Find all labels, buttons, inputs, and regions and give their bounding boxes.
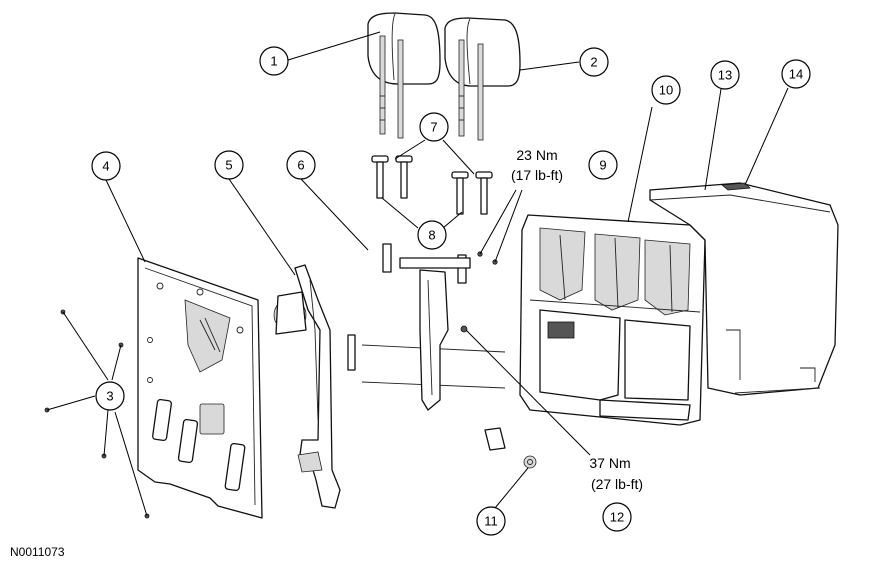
svg-text:1: 1	[270, 54, 277, 69]
svg-text:8: 8	[428, 228, 435, 243]
svg-text:6: 6	[297, 158, 304, 173]
headrest-guides	[371, 155, 493, 215]
svg-text:10: 10	[659, 83, 673, 98]
callout-7: 7	[419, 112, 449, 142]
headrest-right	[444, 17, 521, 141]
callout-10: 10	[651, 75, 681, 105]
callout-5: 5	[214, 150, 244, 180]
svg-text:13: 13	[718, 68, 732, 83]
panel-screws	[44, 309, 150, 519]
torque-lower-nm: 37 Nm	[589, 455, 630, 471]
callout-11: 11	[476, 506, 506, 536]
svg-text:3: 3	[106, 389, 113, 404]
torque-upper-nm: 23 Nm	[516, 147, 557, 163]
svg-text:5: 5	[225, 158, 232, 173]
rear-back-panel	[137, 257, 263, 519]
callout-1: 1	[259, 46, 289, 76]
leader-lines	[46, 31, 789, 517]
callout-12: 12	[602, 502, 632, 532]
seat-back-frame	[347, 243, 507, 457]
torque-lower-lbft: (27 lb-ft)	[591, 476, 643, 492]
seat-belt-retractor	[273, 264, 341, 509]
svg-text:12: 12	[610, 510, 624, 525]
torque-upper-lbft: (17 lb-ft)	[511, 167, 563, 183]
svg-text:9: 9	[599, 158, 606, 173]
callout-9: 9	[588, 150, 618, 180]
callout-2: 2	[579, 47, 609, 77]
callout-14: 14	[781, 59, 811, 89]
seat-back-cushion	[519, 214, 706, 426]
svg-text:14: 14	[789, 67, 803, 82]
svg-text:11: 11	[484, 514, 498, 529]
svg-text:7: 7	[430, 120, 437, 135]
seat-back-cover	[649, 182, 839, 396]
callout-3: 3	[95, 381, 125, 411]
callout-6: 6	[286, 150, 316, 180]
figure-id: N0011073	[10, 545, 65, 559]
nut	[523, 455, 537, 469]
callout-8: 8	[417, 220, 447, 250]
cover-clip	[720, 182, 751, 191]
callout-13: 13	[710, 60, 740, 90]
svg-text:4: 4	[102, 159, 109, 174]
svg-text:2: 2	[590, 55, 597, 70]
headrest-left	[367, 12, 441, 139]
callout-4: 4	[91, 151, 121, 181]
